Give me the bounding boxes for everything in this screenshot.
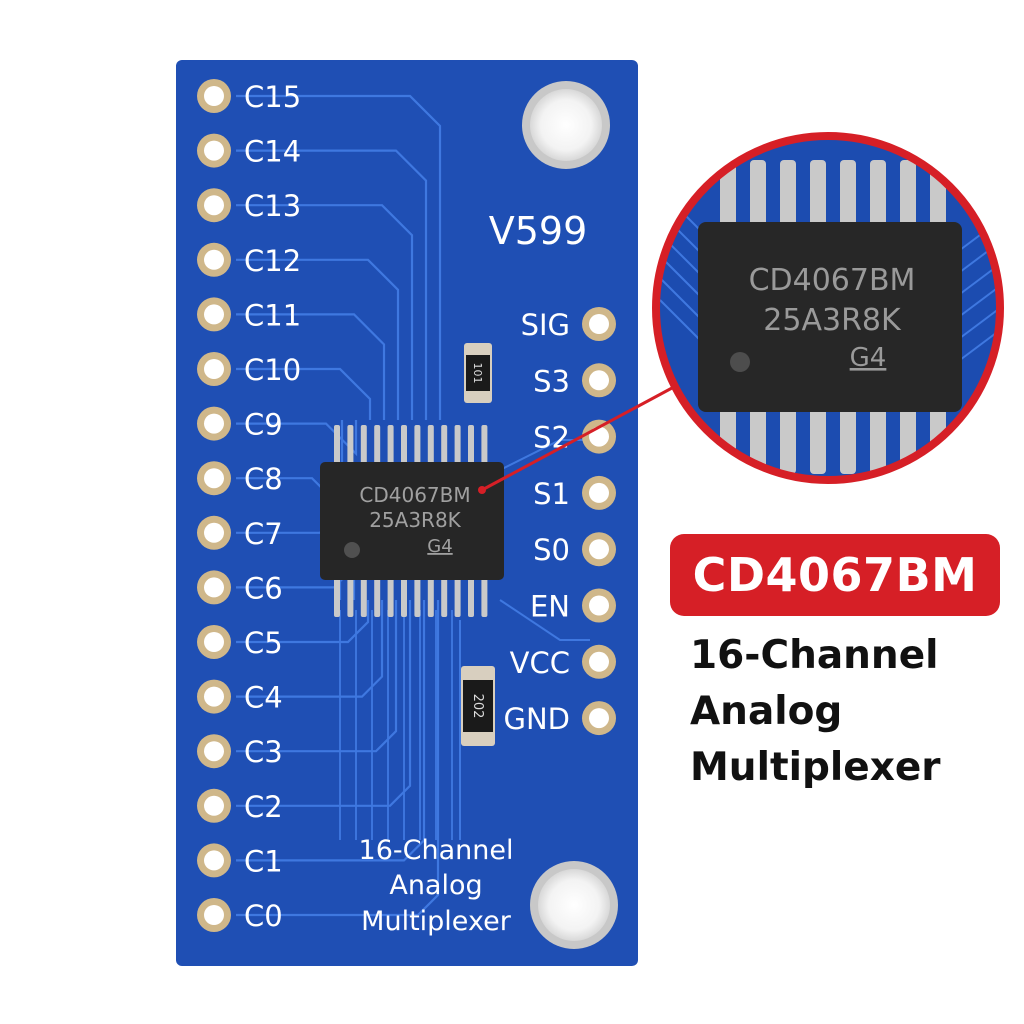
pin-c6: C6 (197, 570, 283, 605)
svg-text:25A3R8K: 25A3R8K (369, 508, 461, 532)
callout-line (481, 386, 673, 492)
silk-title-line-1: 16-Channel (359, 835, 514, 866)
pin-s3: S3 (533, 363, 616, 398)
pin-label: C11 (244, 298, 301, 332)
pin-c8: C8 (197, 461, 283, 496)
mounting-hole-top (522, 81, 610, 169)
subtitle-line-1: 16-Channel (690, 633, 939, 678)
pin-label: C1 (244, 844, 283, 878)
pin-c7: C7 (197, 515, 283, 551)
pin-label: C5 (244, 626, 283, 660)
mounting-hole-bottom (530, 861, 618, 949)
pin-label: C10 (244, 353, 301, 387)
pin-label: C4 (244, 681, 283, 715)
pin-label: C15 (244, 80, 301, 114)
pin-s1: S1 (533, 475, 616, 511)
pin-c11: C11 (197, 297, 301, 332)
pin-label: C12 (244, 244, 301, 278)
chip-pins (334, 425, 488, 617)
pin-c14: C14 (197, 133, 301, 169)
pin-label: GND (504, 702, 571, 736)
callout-subtitle: 16-Channel Analog Multiplexer (690, 628, 1020, 796)
svg-text:202: 202 (470, 694, 485, 719)
pin-label: C3 (244, 735, 283, 769)
board-model-label: V599 (489, 209, 588, 253)
pin-s2: S2 (533, 419, 616, 455)
pin-sig: SIG (521, 307, 616, 342)
pin-label: S2 (533, 421, 570, 455)
pin-label: C0 (244, 899, 283, 933)
zoom-chip-line-1: CD4067BM (749, 263, 916, 298)
pin-gnd: GND (504, 701, 616, 736)
pin-c1: C1 (197, 843, 283, 878)
pin-c4: C4 (197, 679, 283, 715)
zoom-chip-line-2: 25A3R8K (763, 303, 902, 338)
pin-label: VCC (510, 646, 570, 680)
pin-label: EN (530, 590, 570, 624)
pin-label: C13 (244, 189, 301, 223)
pin-c13: C13 (197, 188, 301, 223)
svg-text:G4: G4 (427, 536, 452, 557)
subtitle-line-3: Multiplexer (690, 745, 941, 790)
pin-label: S0 (533, 533, 570, 567)
resistor-202: 202 (461, 666, 495, 746)
pin-c15: C15 (197, 79, 301, 114)
pin-label: C9 (244, 408, 283, 442)
pin-c3: C3 (197, 734, 283, 769)
pin-c2: C2 (197, 788, 283, 824)
svg-text:101: 101 (471, 363, 484, 384)
pin-c12: C12 (197, 242, 301, 278)
zoom-chip-line-3: G4 (850, 343, 887, 373)
silk-title-line-2: Analog (389, 870, 482, 901)
pin-vcc: VCC (510, 644, 616, 680)
pin-label: S1 (533, 477, 570, 511)
pin-label: C8 (244, 462, 283, 496)
svg-text:CD4067BM: CD4067BM (359, 483, 470, 507)
pin-c9: C9 (197, 406, 283, 442)
silk-title-line-3: Multiplexer (361, 906, 512, 937)
resistor-101: 101 (464, 343, 492, 403)
pin-label: C7 (244, 517, 283, 551)
pin-label: C2 (244, 790, 283, 824)
pin-label: C6 (244, 571, 283, 605)
pin-label: SIG (521, 308, 570, 342)
chip-body: CD4067BM 25A3R8K G4 (320, 462, 504, 580)
pin-c5: C5 (197, 625, 283, 660)
callout-dot (478, 486, 486, 494)
pin-s0: S0 (533, 532, 616, 567)
pin-c0: C0 (197, 898, 283, 933)
zoom-magnifier: CD4067BM 25A3R8K G4 (652, 132, 1004, 484)
pin-label: C14 (244, 135, 301, 169)
part-number-badge: CD4067BM (670, 534, 1000, 616)
pin-label: S3 (533, 364, 570, 398)
subtitle-line-2: Analog (690, 689, 843, 734)
pin-c10: C10 (197, 352, 301, 387)
pin-en: EN (530, 588, 616, 624)
